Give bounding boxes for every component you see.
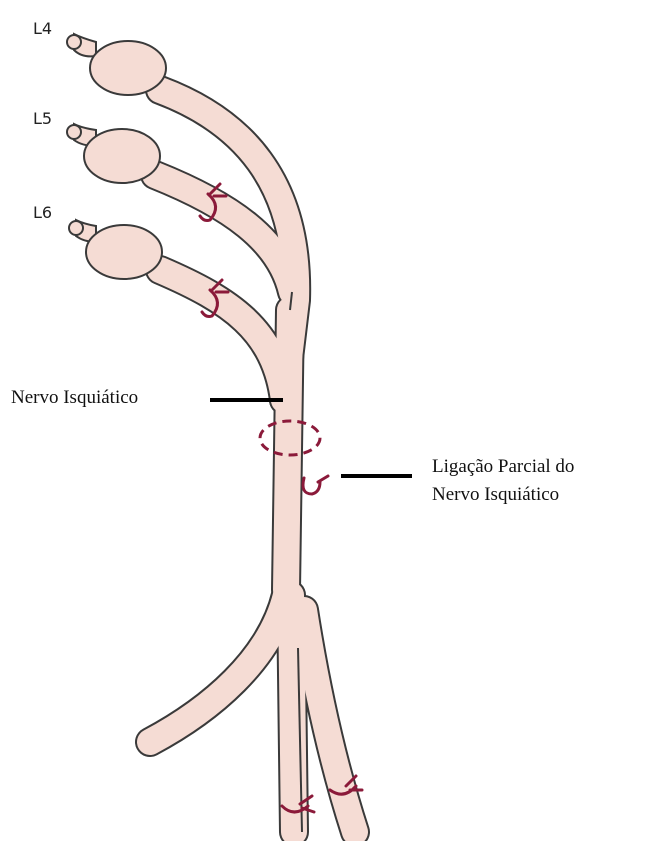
root-label-l4: L4 bbox=[33, 19, 52, 38]
partial-ligation-label-line2: Nervo Isquiático bbox=[432, 484, 559, 505]
sciatic-nerve-label: Nervo Isquiático bbox=[11, 387, 138, 408]
root-label-l6: L6 bbox=[33, 203, 52, 222]
l4-stub-tip bbox=[67, 35, 81, 49]
partial-ligation-label-line1: Ligação Parcial do bbox=[432, 456, 574, 477]
root-label-l5: L5 bbox=[33, 109, 52, 128]
ganglion-l5 bbox=[67, 124, 160, 183]
l6-ganglion bbox=[86, 225, 162, 279]
middle-branch bbox=[291, 595, 294, 832]
lateral-branch bbox=[150, 595, 286, 742]
ligature-sciatic bbox=[303, 476, 328, 494]
l5-ganglion bbox=[84, 129, 160, 183]
sciatic-trunk bbox=[286, 310, 290, 590]
ganglion-l6 bbox=[69, 220, 162, 279]
l6-stub-tip bbox=[69, 221, 83, 235]
ganglion-l4 bbox=[67, 34, 166, 95]
l5-stub-tip bbox=[67, 125, 81, 139]
l4-ganglion bbox=[90, 41, 166, 95]
